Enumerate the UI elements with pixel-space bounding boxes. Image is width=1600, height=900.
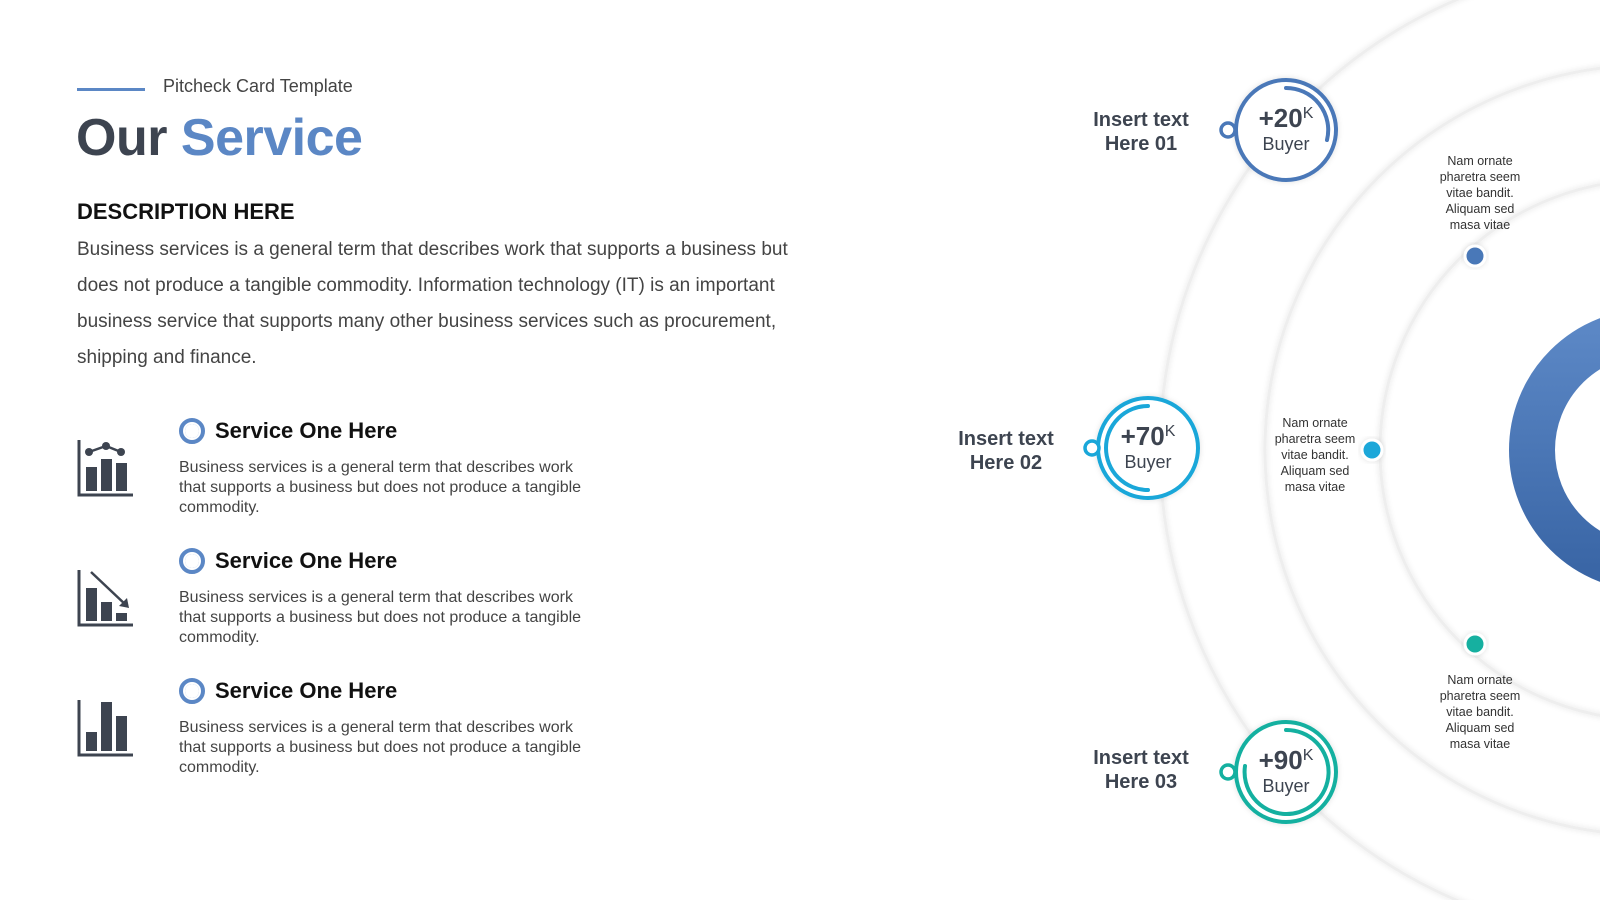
service-title-1: Service One Here [215,418,398,443]
stat-caption-1: Buyer [1262,134,1310,154]
orbit-note-1: Nam ornate pharetra seem vitae bandit. A… [1439,154,1521,232]
title-main: Our [76,109,167,167]
stat-badge-1 [1219,78,1338,182]
orbit-ring-middle [1263,66,1600,834]
stat-label-3: Insert text Here 03 [1076,746,1206,794]
title-accent: Service [180,109,363,167]
orbit-dot-2 [1360,438,1384,462]
stat-number-3: +90 [1258,745,1303,775]
service-bullet-1 [179,418,205,444]
description-body: Business services is a general term that… [77,239,788,368]
stat-label-1: Insert text Here 01 [1076,108,1206,156]
stat-caption-2: Buyer [1124,452,1172,472]
orbit-dot-1 [1463,244,1487,268]
stat-unit-1: K [1302,105,1314,122]
stat-number-2: +70 [1120,421,1165,451]
stat-label-2-line2: Here 02 [969,452,1043,474]
stat-value-1: +20K Buyer [1236,104,1336,156]
line-bar-chart-icon [77,440,133,497]
orbit-ring-inner [1378,183,1600,717]
stat-label-2-line1: Insert text [958,428,1054,450]
stat-unit-3: K [1302,747,1314,764]
service-text-1: Business services is a general term that… [179,459,582,516]
center-donut [1509,318,1600,582]
service-text-2: Business services is a general term that… [179,589,582,646]
stat-label-1-line2: Here 01 [1104,133,1178,155]
stat-label-3-line2: Here 03 [1104,771,1178,793]
stat-badge-2 [1083,396,1200,500]
stat-label-3-line1: Insert text [1093,747,1189,769]
stat-number-1: +20 [1258,103,1303,133]
page-title: Our Service [76,108,363,168]
stat-label-2: Insert text Here 02 [941,427,1071,475]
orbit-dot-3 [1463,632,1487,656]
stat-unit-2: K [1164,423,1176,440]
service-bullet-3 [179,678,205,704]
bar-chart-icon [77,700,133,757]
declining-chart-icon [77,570,133,627]
stat-value-2: +70K Buyer [1098,422,1198,474]
header-rule [77,88,145,91]
description-heading: DESCRIPTION HERE [77,199,295,224]
stat-badge-3 [1219,720,1338,824]
orbit-note-3: Nam ornate pharetra seem vitae bandit. A… [1439,673,1521,751]
service-title-2: Service One Here [215,548,398,573]
orbit-note-2: Nam ornate pharetra seem vitae bandit. A… [1274,416,1356,494]
stat-caption-3: Buyer [1262,776,1310,796]
service-text-3: Business services is a general term that… [179,719,582,776]
service-bullet-2 [179,548,205,574]
stat-value-3: +90K Buyer [1236,746,1336,798]
service-title-3: Service One Here [215,678,398,703]
page-subtitle: Pitcheck Card Template [163,76,353,96]
stat-label-1-line1: Insert text [1093,109,1189,131]
